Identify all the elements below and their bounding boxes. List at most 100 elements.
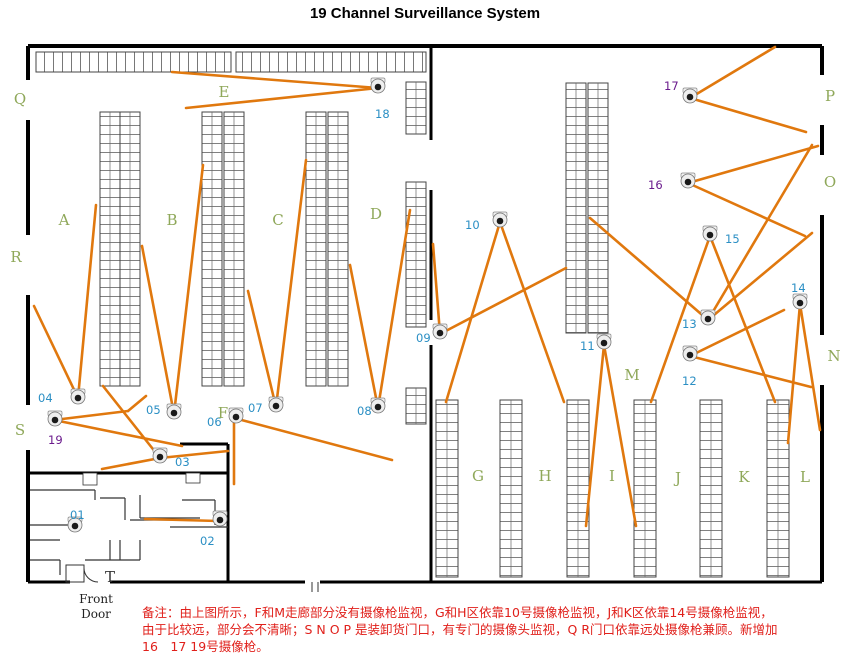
coverage-line [52,409,130,422]
coverage-line [76,203,98,400]
door-swing [83,567,99,583]
camera-lens [51,416,59,424]
coverage-line [52,418,184,448]
camera-label: 04 [38,391,53,405]
camera-icon [370,77,386,94]
camera-label: 09 [416,331,431,345]
camera-icon [228,407,244,424]
coverage-line [126,394,148,413]
zone-label: H [538,467,551,485]
camera-label: 02 [200,534,215,548]
side-door [311,582,319,592]
front-door-label: Front Door [79,592,113,621]
camera-icon [47,410,63,427]
coverage-line [143,517,220,523]
coverage-line [649,234,712,404]
camera-icon [432,323,448,340]
coverage-line [706,143,814,322]
camera-icon [67,516,83,533]
camera-icon [792,293,808,310]
zone-label: Q [14,90,26,108]
coverage-line [786,302,802,445]
coverage-line [274,158,308,409]
camera-lens [216,516,224,524]
camera-label: 18 [375,107,390,121]
camera-lens [686,93,694,101]
zone-label: O [824,173,836,191]
coverage-line [32,304,80,400]
coverage-line [686,144,820,185]
zone-label: A [58,211,70,229]
coverage-line [438,266,568,336]
coverage-line [688,354,813,389]
camera-lens [796,299,804,307]
camera-coverage-lines [32,45,822,528]
camera-icon [166,403,182,420]
camera-icon [492,211,508,228]
camera-label: 11 [580,339,595,353]
zone-label: G [472,467,484,485]
coverage-line [798,302,822,432]
zone-label: M [624,366,639,384]
zone-label: C [272,211,283,229]
zone-label: S [15,421,25,439]
camera-label: 16 [648,178,663,192]
storage-racks [35,51,790,578]
coverage-line [100,456,162,471]
coverage-line [431,242,442,336]
zone-label: R [10,248,22,266]
remark-note: 备注：由上图所示，F和M走廊部分没有摄像枪监视，G和H区依靠10号摄像枪监视，J… [142,605,778,654]
zone-label: P [825,87,835,105]
camera-icon [680,172,696,189]
coverage-line [498,220,566,404]
zone-label: E [219,83,230,101]
zone-label: N [827,347,840,365]
camera-icon [682,87,698,104]
zone-label: F [218,404,228,422]
camera-label: 13 [682,317,697,331]
office-door [185,472,201,484]
camera-icon [212,510,228,527]
coverage-line [158,449,230,460]
storage-rack [235,51,427,73]
zone-label: D [370,205,382,223]
camera-lens [74,394,82,402]
coverage-line [184,86,380,110]
coverage-line [686,181,807,238]
zone-label: T [105,568,115,586]
coverage-line [688,308,786,358]
coverage-line [688,96,808,134]
camera-icon [70,388,86,405]
coverage-line [444,220,502,404]
camera-lens [272,402,280,410]
coverage-line [584,343,606,528]
diagram-title: 19 Channel Surveillance System [309,5,541,22]
camera-label: 01 [70,508,85,522]
camera-label: 15 [725,232,740,246]
zone-label: J [673,469,681,487]
camera-icon [268,396,284,413]
camera-icon [152,447,168,464]
camera-lens [232,413,240,421]
coverage-line [232,416,394,462]
camera-label: 08 [357,404,372,418]
camera-lens [71,522,79,530]
coverage-line [140,244,176,416]
coverage-line [101,384,162,460]
coverage-line [708,234,777,404]
coverage-line [602,343,638,528]
coverage-line [706,231,814,322]
camera-label: 12 [682,374,697,388]
zone-label: B [166,211,177,229]
camera-lens [156,453,164,461]
camera-lens [170,409,178,417]
camera-lens [684,178,692,186]
camera-label: 03 [175,455,190,469]
camera-lens [706,231,714,239]
camera-label: 07 [248,401,263,415]
coverage-line [376,208,412,410]
zone-label: K [738,468,750,486]
camera-lens [600,339,608,347]
